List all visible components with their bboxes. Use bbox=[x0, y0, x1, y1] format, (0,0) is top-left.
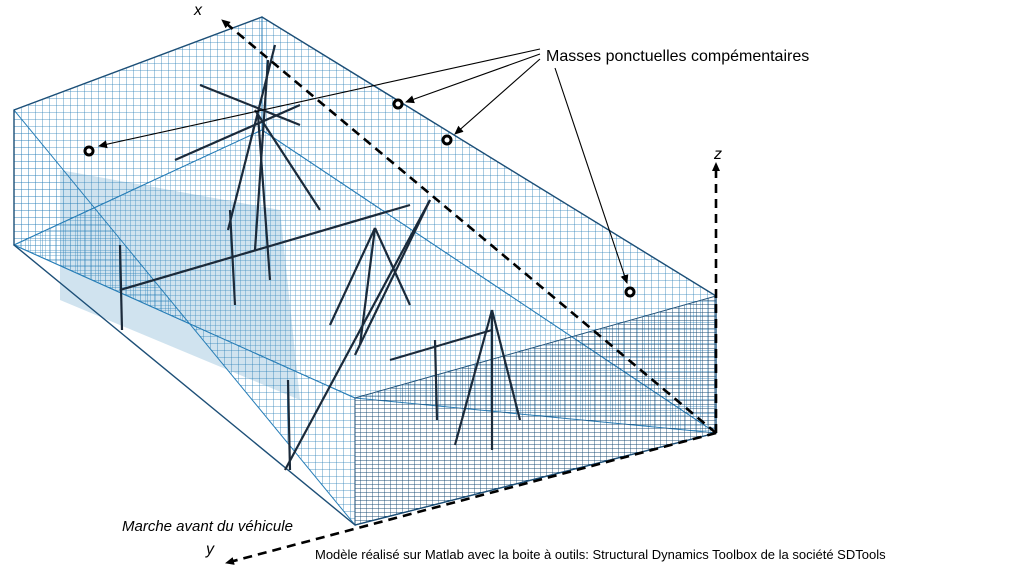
beam bbox=[433, 339, 439, 421]
direction-label: Marche avant du véhicule bbox=[122, 518, 293, 535]
beam bbox=[284, 199, 431, 471]
point-mass-marker bbox=[441, 134, 453, 146]
beam bbox=[199, 83, 301, 127]
beam bbox=[490, 309, 522, 421]
point-mass-marker bbox=[83, 145, 95, 157]
leader-line bbox=[405, 53, 541, 104]
y-axis-label: y bbox=[206, 541, 214, 558]
beam bbox=[354, 199, 431, 356]
leader-line bbox=[454, 58, 541, 135]
point-mass-marker bbox=[624, 286, 636, 298]
x-axis-label: x bbox=[194, 2, 202, 19]
z-axis-label: z bbox=[714, 146, 722, 163]
beam-elements bbox=[118, 44, 522, 471]
beam bbox=[329, 227, 376, 326]
axes bbox=[221, 19, 720, 565]
x-axis bbox=[221, 19, 717, 434]
y-axis bbox=[225, 431, 717, 565]
point-mass-marker bbox=[392, 98, 404, 110]
leader-line bbox=[98, 48, 541, 149]
beam bbox=[118, 244, 124, 331]
beam bbox=[254, 109, 321, 211]
leader-lines bbox=[98, 48, 629, 284]
beam bbox=[119, 203, 411, 292]
credit-caption: Modèle réalisé sur Matlab avec la boite … bbox=[315, 547, 886, 562]
point-mass-annotation: Masses ponctuelles compémentaires bbox=[546, 48, 810, 65]
beam bbox=[373, 227, 412, 306]
beam bbox=[256, 114, 272, 281]
mesh-left-wall-inner bbox=[60, 170, 300, 400]
beam bbox=[174, 103, 301, 162]
beam bbox=[286, 379, 292, 471]
beam bbox=[389, 328, 493, 362]
mesh-body bbox=[12, 16, 717, 527]
point-masses bbox=[83, 98, 636, 298]
leader-line bbox=[554, 67, 629, 284]
